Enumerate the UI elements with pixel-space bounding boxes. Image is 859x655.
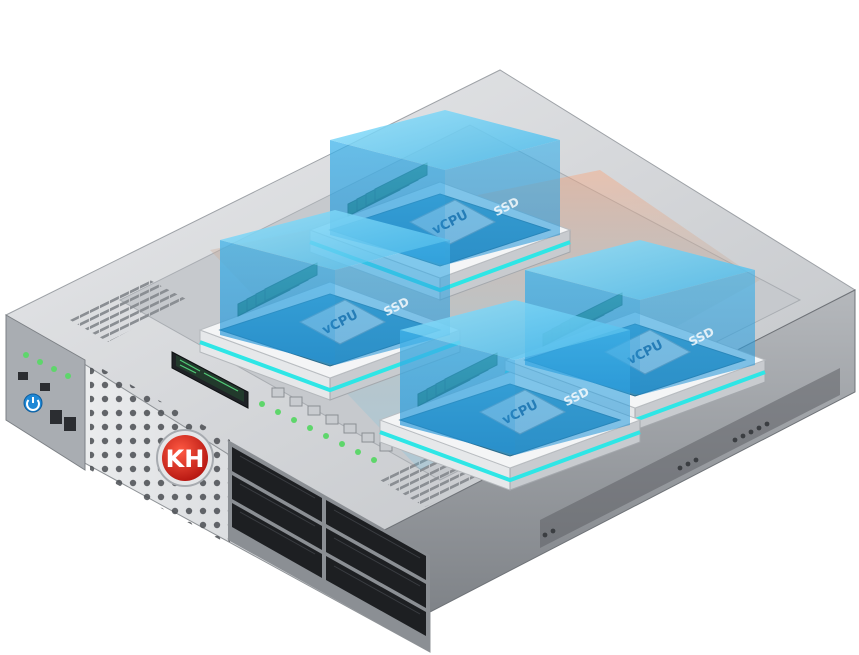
top-vents-left: [70, 280, 188, 342]
side-rail-holes: [542, 421, 770, 538]
reset-button[interactable]: [50, 410, 62, 424]
front-buttons[interactable]: [271, 387, 393, 452]
lcd-display: [171, 351, 249, 409]
drive-bay-lines: [239, 455, 421, 615]
glass-cube: [400, 300, 630, 455]
side-rail: [540, 368, 840, 548]
vps-module: vCPUSSD: [198, 210, 462, 401]
status-leds: [259, 401, 377, 463]
led-indicator-icon: [23, 352, 71, 379]
front-button-row: [259, 387, 393, 463]
power-symbol: [26, 397, 40, 411]
usb-port: [40, 383, 50, 391]
logo-badge: KH: [156, 429, 214, 487]
vps-module: vCPUSSD: [378, 300, 642, 491]
aux-button[interactable]: [64, 417, 76, 431]
drive-bays: [228, 440, 430, 652]
logo-text: KH: [166, 445, 205, 473]
usb-port: [18, 372, 28, 380]
glow-strip: [379, 430, 641, 483]
front-left-ear: [5, 314, 86, 471]
